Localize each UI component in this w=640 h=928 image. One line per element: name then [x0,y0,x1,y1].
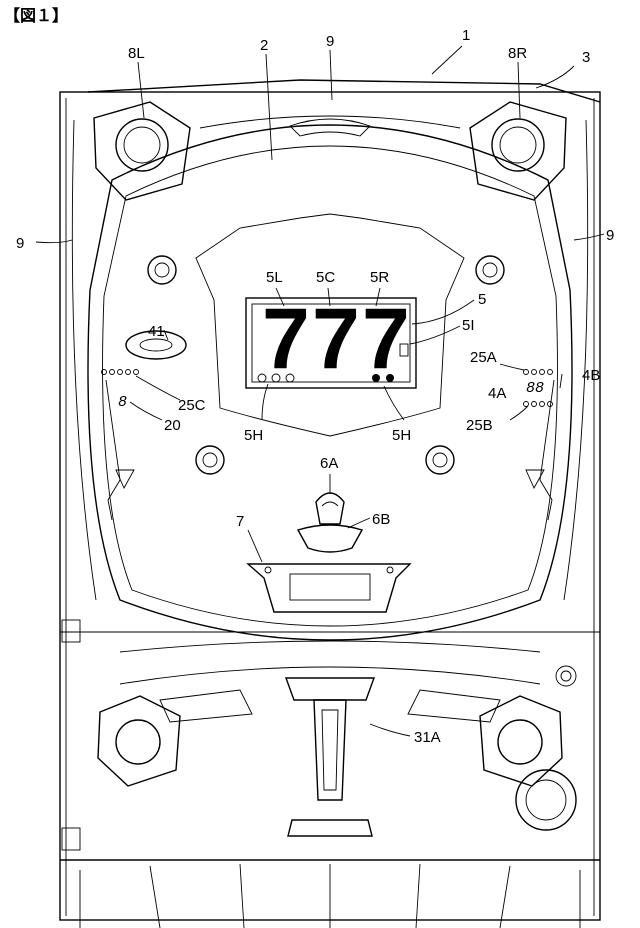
label-6a: 6A [320,455,338,472]
label-5r: 5R [370,269,389,286]
reel-digit-right: 7 [362,291,410,387]
label-5h-right: 5H [392,427,411,444]
indicator-20-glyph: 8 [118,394,127,411]
leader-lines [36,46,604,736]
label-20: 20 [164,417,181,434]
label-8l: 8L [128,45,145,62]
label-5l: 5L [266,269,283,286]
label-2: 2 [260,37,268,54]
label-9-right: 9 [606,227,614,244]
segment-4b-glyph: 88 [526,380,544,397]
lamp-25a-row [524,370,553,375]
reel-digit-left: 7 [262,291,310,387]
label-5h-left: 5H [244,427,263,444]
label-6b: 6B [372,511,390,528]
label-7: 7 [236,513,244,530]
label-5c: 5C [316,269,335,286]
lamp-25c-row [102,370,139,375]
attacker [248,564,410,612]
label-25c: 25C [178,397,206,414]
speaker-right [470,102,566,200]
lower-speaker-right [480,696,562,786]
label-4a: 4A [488,385,506,402]
label-5: 5 [478,291,486,308]
label-1: 1 [462,27,470,44]
label-5i: 5I [462,317,475,334]
speaker-left [94,102,190,200]
label-9-top: 9 [326,33,334,50]
firing-handle [286,678,374,836]
reel-digit-center: 7 [312,291,360,387]
label-8r: 8R [508,45,527,62]
control-knob [516,666,576,830]
label-3: 3 [582,49,590,66]
lower-tray [80,864,580,928]
start-port [298,493,362,552]
label-31a: 31A [414,729,441,746]
lamp-25b-row [524,402,553,407]
label-4b: 4B [582,367,600,384]
lower-speaker-left [98,696,180,786]
label-25a: 25A [470,349,497,366]
label-41: 41 [148,323,165,340]
label-25b: 25B [466,417,493,434]
cabinet-frame [60,80,600,920]
label-9-left: 9 [16,235,24,252]
